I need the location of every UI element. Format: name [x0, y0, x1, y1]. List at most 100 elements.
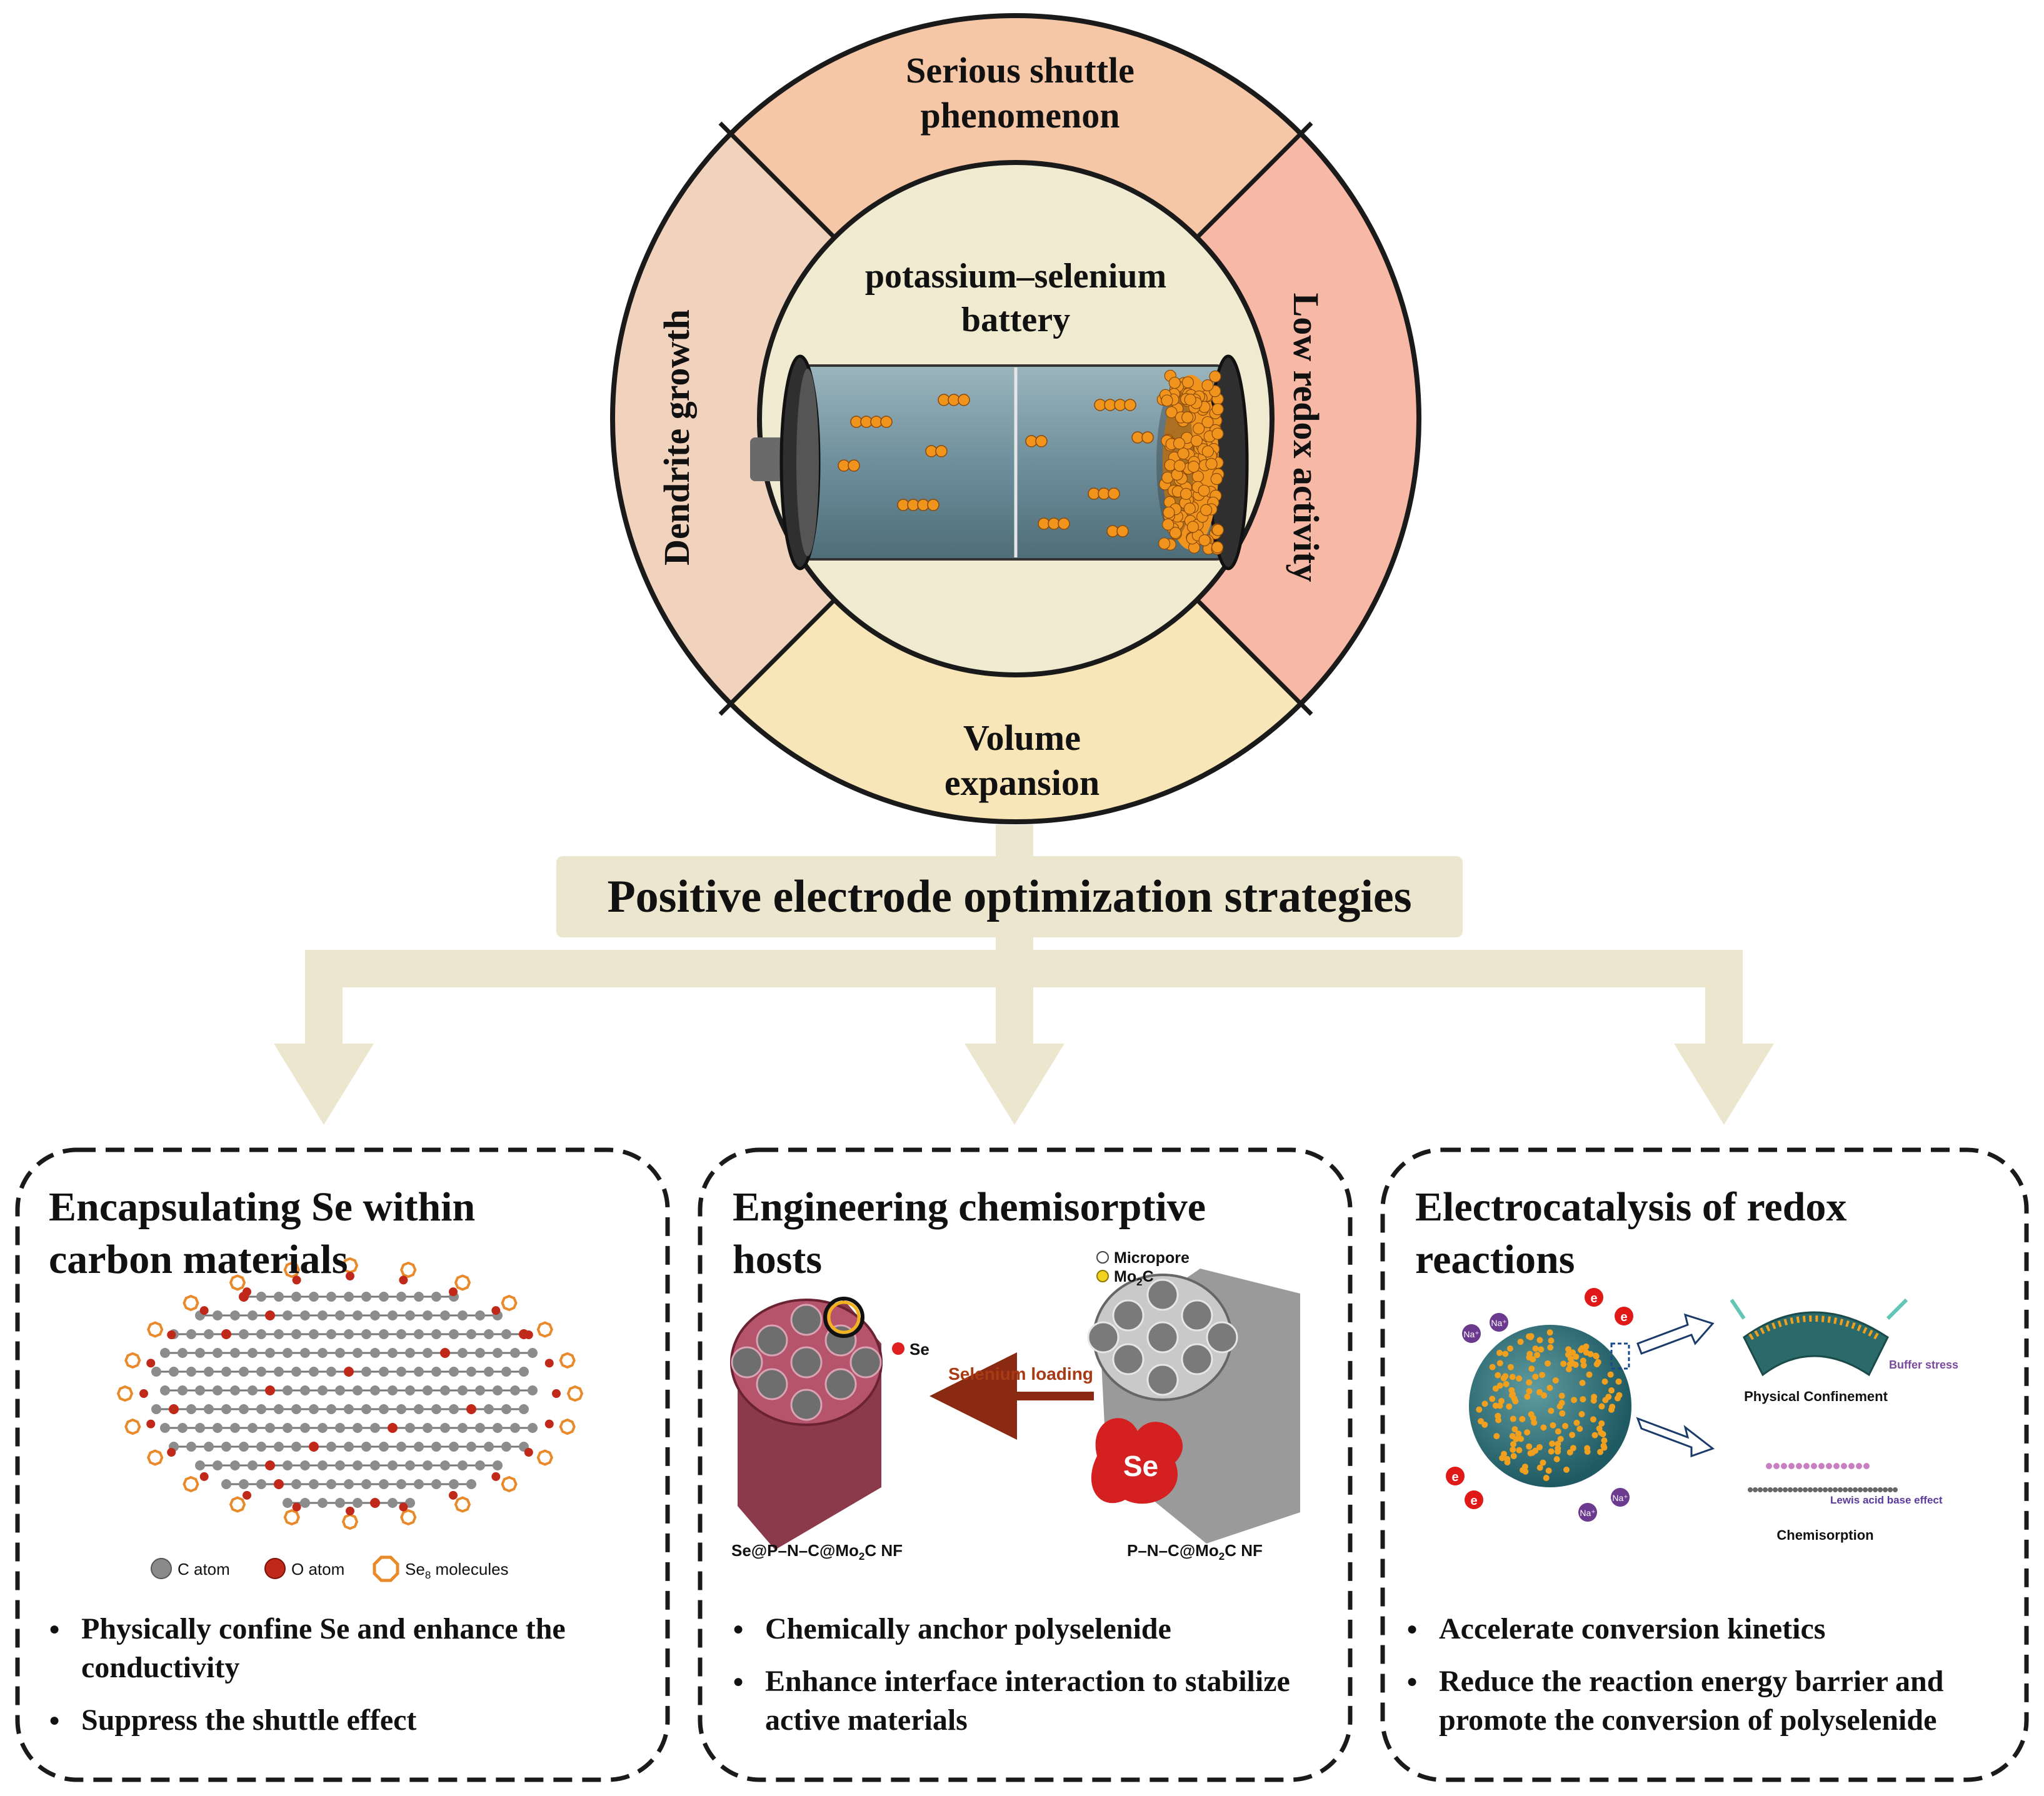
c-atom: [335, 1385, 345, 1395]
se-particle: [936, 446, 947, 457]
c-atom: [440, 1423, 450, 1433]
svg-text:Na⁺: Na⁺: [1612, 1493, 1628, 1503]
c-atom: [501, 1329, 511, 1339]
c-atom: [449, 1479, 459, 1489]
c-atom: [239, 1329, 249, 1339]
se-particle: [1497, 1403, 1503, 1409]
se-particle: [1199, 535, 1210, 546]
c-atom: [344, 1442, 354, 1452]
se-particle: [1142, 432, 1153, 443]
box-1-title-line-2: carbon materials: [49, 1234, 475, 1286]
se8-ring: [285, 1510, 299, 1524]
c-atom: [475, 1310, 485, 1320]
c-atom: [160, 1385, 170, 1395]
se-particle: [1591, 1394, 1597, 1400]
se-particle: [1580, 1396, 1586, 1402]
box-2-bullet: Chemically anchor polyselenide: [733, 1610, 1295, 1649]
c-atom: [431, 1292, 441, 1302]
box-3-title-line-2: reactions: [1415, 1234, 1846, 1286]
c-atom: [361, 1479, 371, 1489]
c-atom: [274, 1442, 284, 1452]
c-atom: [300, 1385, 310, 1395]
se-particle: [1198, 485, 1210, 496]
c-atom: [326, 1479, 336, 1489]
se-particle: [1510, 1374, 1516, 1380]
se8-ring: [401, 1510, 415, 1524]
c-atom: [431, 1367, 441, 1377]
c-atom: [405, 1460, 415, 1470]
c-atom: [493, 1423, 503, 1433]
o-atom: [146, 1359, 155, 1367]
center-title-1: potassium–selenium: [865, 257, 1166, 296]
chemisorption-panel: Lewis acid base effect Chemisorption: [1748, 1463, 1943, 1543]
c-atom: [528, 1423, 538, 1433]
c-atom: [326, 1367, 336, 1377]
substrate-atom: [1778, 1487, 1783, 1492]
c-atom: [458, 1310, 468, 1320]
se-particle: [1562, 1423, 1568, 1429]
se-particle: [1518, 1339, 1524, 1345]
polyselenide-atom: [1788, 1463, 1795, 1469]
se-legend-dot: [892, 1342, 904, 1355]
c-atom: [309, 1404, 319, 1414]
c-atom: [475, 1460, 485, 1470]
c-atom: [265, 1423, 275, 1433]
se-particle: [1546, 1467, 1552, 1474]
se-particle: [1546, 1385, 1553, 1391]
substrate-atom: [1863, 1487, 1868, 1492]
c-atom: [370, 1460, 380, 1470]
se-particle: [1502, 1373, 1508, 1379]
nanofiber-illustration: Se Selenium loading Se Micropore Mo2C Se…: [731, 1249, 1300, 1562]
graphene-legend: C atom O atom Se8 molecules: [151, 1557, 509, 1581]
fiber-pore: [732, 1347, 762, 1377]
se-particle: [1586, 1372, 1593, 1378]
c-atom: [405, 1385, 415, 1395]
c-atom: [204, 1442, 214, 1452]
c-atom: [388, 1348, 398, 1358]
substrate-atom: [1828, 1487, 1833, 1492]
c-atom: [388, 1310, 398, 1320]
svg-text:Na⁺: Na⁺: [1580, 1508, 1595, 1518]
se-particle: [1507, 1345, 1513, 1352]
c-atom: [221, 1367, 231, 1377]
se-particle: [1608, 1387, 1615, 1394]
fiber-pore: [1207, 1322, 1237, 1352]
se8-ring: [538, 1323, 552, 1337]
c-atom: [414, 1442, 424, 1452]
o-atom: [243, 1491, 251, 1500]
se-particle: [1182, 377, 1193, 388]
c-atom: [283, 1498, 293, 1508]
substrate-atom: [1818, 1487, 1823, 1492]
se-particle: [1516, 1375, 1522, 1382]
c-atom: [379, 1404, 389, 1414]
se-particle: [1501, 1451, 1507, 1457]
fiber-pore: [791, 1390, 821, 1420]
c-atom: [195, 1385, 205, 1395]
se-particle: [1510, 1416, 1516, 1422]
c-atom: [344, 1479, 354, 1489]
c-atom: [484, 1367, 494, 1377]
polyselenide-atom: [1766, 1463, 1772, 1469]
o-atom: [388, 1423, 398, 1433]
c-atom: [309, 1479, 319, 1489]
c-atom: [160, 1423, 170, 1433]
c-atom: [265, 1348, 275, 1358]
c-atom: [396, 1442, 406, 1452]
o-atom: [274, 1479, 284, 1489]
fiber-pore: [791, 1347, 821, 1377]
box-2-title-line-1: Engineering chemisorptive: [733, 1181, 1206, 1234]
box-1-title-line-1: Encapsulating Se within: [49, 1181, 475, 1234]
c-atom: [449, 1404, 459, 1414]
se-particle: [1555, 1429, 1561, 1435]
c-atom: [195, 1423, 205, 1433]
box-2-bullets: Chemically anchor polyselenide Enhance i…: [733, 1610, 1295, 1754]
svg-text:e: e: [1620, 1310, 1627, 1324]
o-atom: [344, 1367, 354, 1377]
ring-label-top-2: phenomenon: [920, 95, 1120, 136]
se-particle: [1526, 1388, 1532, 1394]
c-atom: [283, 1310, 293, 1320]
se-particle: [1184, 503, 1195, 514]
c-atom: [361, 1442, 371, 1452]
c-atom: [151, 1404, 161, 1414]
c-atom: [344, 1292, 354, 1302]
